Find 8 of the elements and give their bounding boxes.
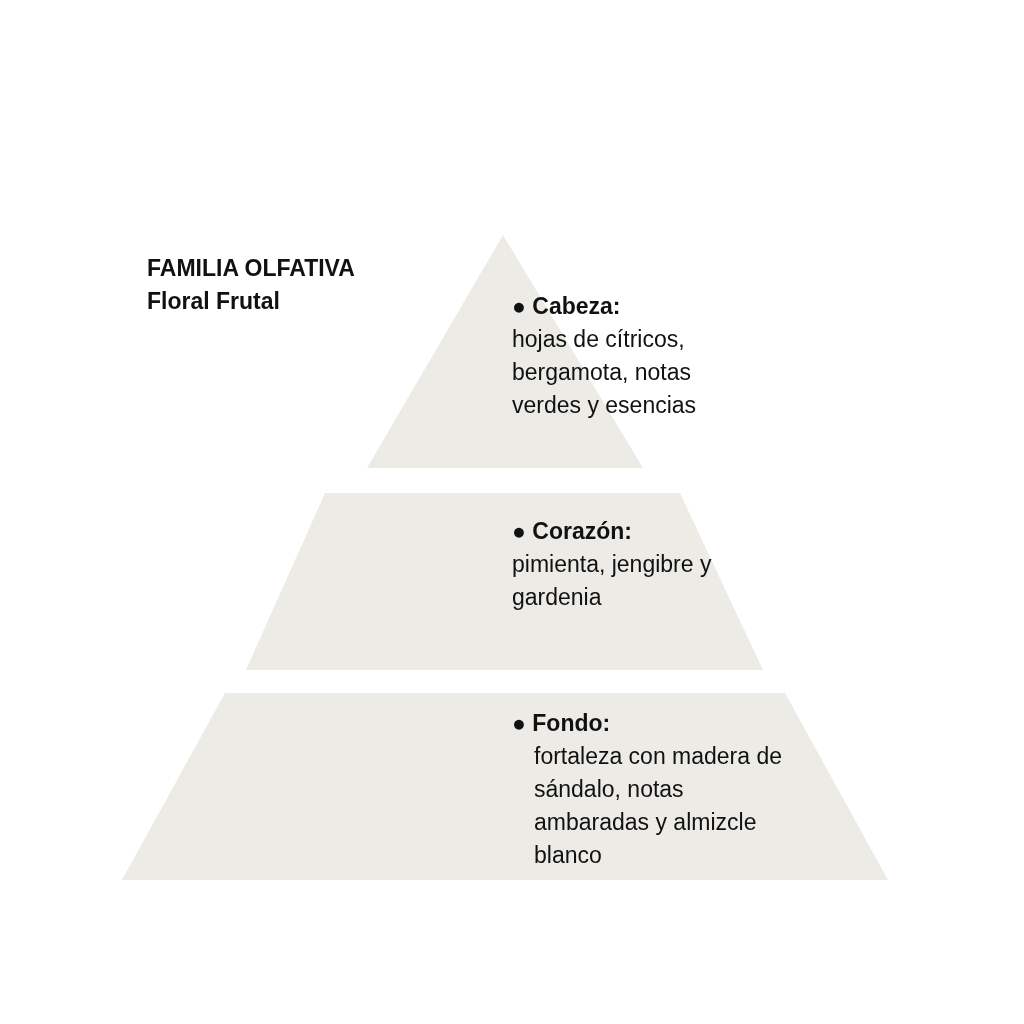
tier-heading: ● Cabeza: — [512, 292, 621, 321]
note-list: hojas de cítricos, bergamota, notas verdes y esencias — [512, 323, 732, 422]
title: FAMILIA OLFATIVA — [147, 255, 355, 282]
subtitle: Floral Frutal — [147, 288, 280, 315]
tier-heading: ● Corazón: — [512, 517, 632, 546]
tier-heading: ● Fondo: — [512, 709, 611, 738]
note-list: pimienta, jengibre y gardenia — [512, 548, 742, 614]
note-list: fortaleza con madera de sándalo, notas ambaradas y almizcle blanco — [534, 740, 784, 872]
